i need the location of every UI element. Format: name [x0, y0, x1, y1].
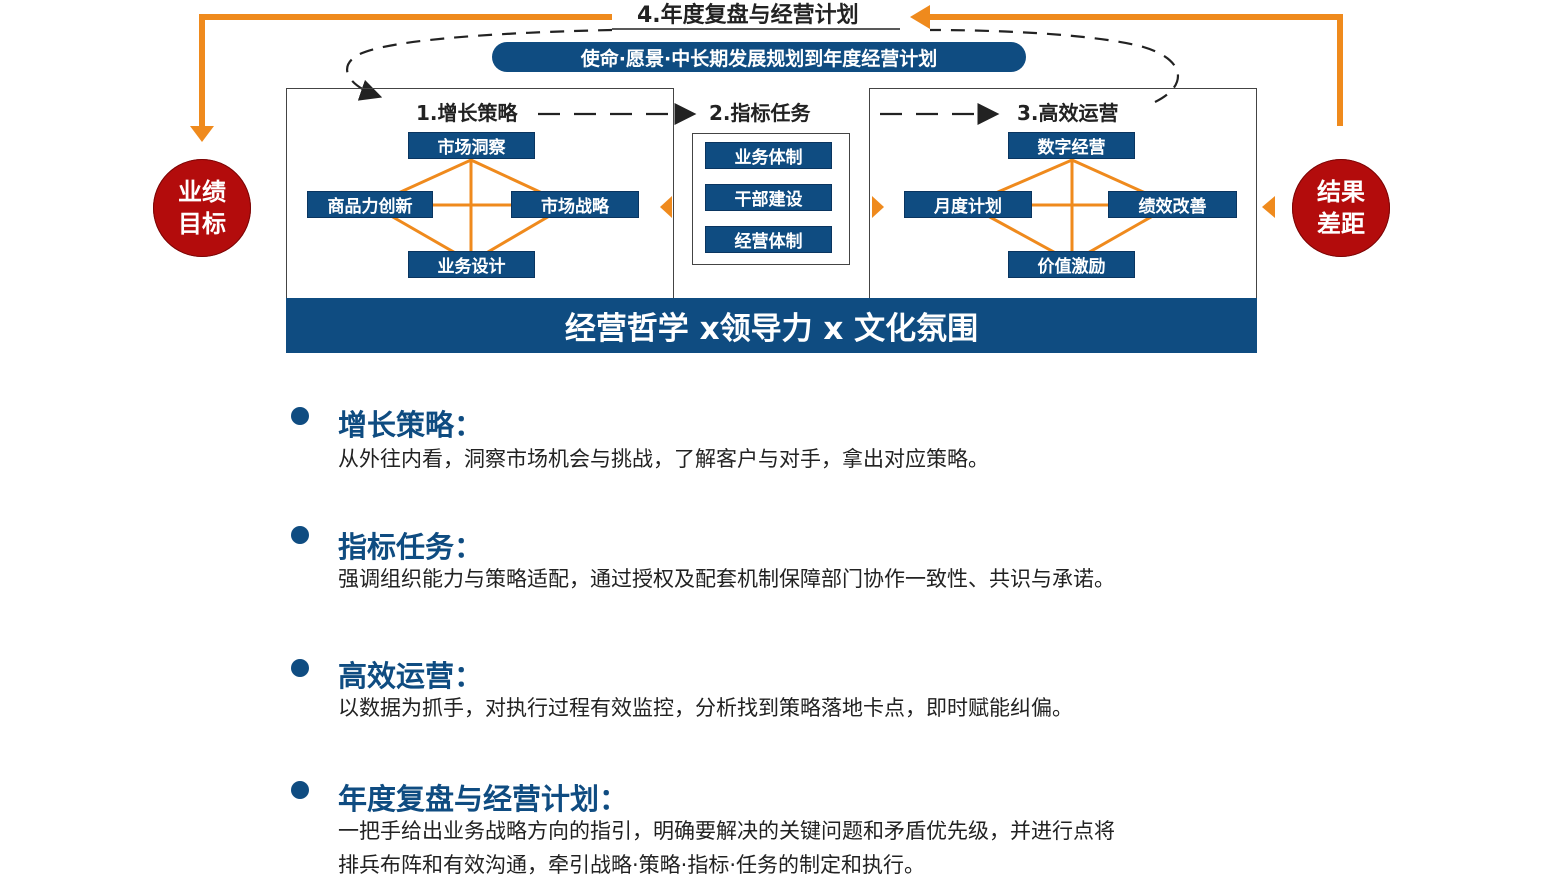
operations-panel: [869, 88, 1257, 300]
mission-vision-pill: 使命·愿景·中长期发展规划到年度经营计划: [492, 42, 1026, 72]
node-monthly-plan: 月度计划: [904, 191, 1032, 218]
node-performance-improve: 绩效改善: [1108, 191, 1237, 218]
bullet-dot: [291, 781, 309, 799]
bullet-title-annual-review: 年度复盘与经营计划：: [338, 782, 629, 816]
orange-feedback-line-right: [925, 14, 1343, 126]
performance-target-line2: 目标: [178, 210, 226, 238]
performance-target-line1: 业绩: [178, 177, 226, 206]
orange-arrowhead-left-top: [910, 5, 930, 29]
result-gap-line1: 结果: [1317, 177, 1365, 206]
bullet-title-targets: 指标任务：: [338, 530, 484, 564]
chevron-right-panel3: [872, 196, 884, 218]
orange-arrowhead-down-left: [190, 126, 214, 142]
result-gap-line2: 差距: [1317, 210, 1365, 238]
stage2-title: 2.指标任务: [709, 101, 811, 125]
bullet-dot: [291, 659, 309, 677]
node-business-system: 业务体制: [705, 142, 832, 169]
foundation-bar: 经营哲学 x领导力 x 文化氛围: [286, 298, 1257, 353]
bullet-desc-operations: 以数据为抓手，对执行过程有效监控，分析找到策略落地卡点，即时赋能纠偏。: [338, 696, 1073, 720]
node-value-incentive: 价值激励: [1008, 251, 1135, 278]
node-digital-operation: 数字经营: [1008, 132, 1135, 159]
node-market-insight: 市场洞察: [408, 132, 535, 159]
bullet-dot: [291, 526, 309, 544]
result-gap-circle: 结果 差距: [1292, 159, 1390, 257]
node-business-design: 业务设计: [408, 251, 535, 278]
annual-review-label: 4.年度复盘与经营计划: [637, 3, 859, 28]
bullet-desc-targets: 强调组织能力与策略适配，通过授权及配套机制保障部门协作一致性、共识与承诺。: [338, 567, 1115, 591]
growth-strategy-panel: [286, 88, 674, 300]
bullet-desc-growth: 从外往内看，洞察市场机会与挑战，了解客户与对手，拿出对应策略。: [338, 447, 989, 471]
bullet-dot: [291, 407, 309, 425]
annual-loop-arc: [346, 28, 613, 101]
targets-panel: [692, 133, 850, 265]
orange-feedback-line-left: [199, 14, 612, 130]
bullet-title-growth: 增长策略：: [338, 408, 484, 442]
node-cadre-building: 干部建设: [705, 184, 832, 211]
annual-loop-arc-right: [929, 28, 1180, 103]
bullet-desc-annual-review-line1: 一把手给出业务战略方向的指引，明确要解决的关键问题和矛盾优先级，并进行点将: [338, 819, 1115, 843]
chevron-left-outer: [1262, 196, 1275, 218]
performance-target-circle: 业绩 目标: [153, 159, 251, 257]
stage3-title: 3.高效运营: [1017, 101, 1119, 125]
stage1-title: 1.增长策略: [416, 101, 518, 125]
node-operation-system: 经营体制: [705, 226, 832, 253]
node-market-strategy: 市场战略: [511, 191, 639, 218]
chevron-left-panel1: [660, 196, 672, 218]
node-product-innovation: 商品力创新: [307, 191, 433, 218]
bullet-title-operations: 高效运营：: [338, 659, 484, 693]
bullet-desc-annual-review-line2: 排兵布阵和有效沟通，牵引战略·策略·指标·任务的制定和执行。: [338, 853, 926, 877]
